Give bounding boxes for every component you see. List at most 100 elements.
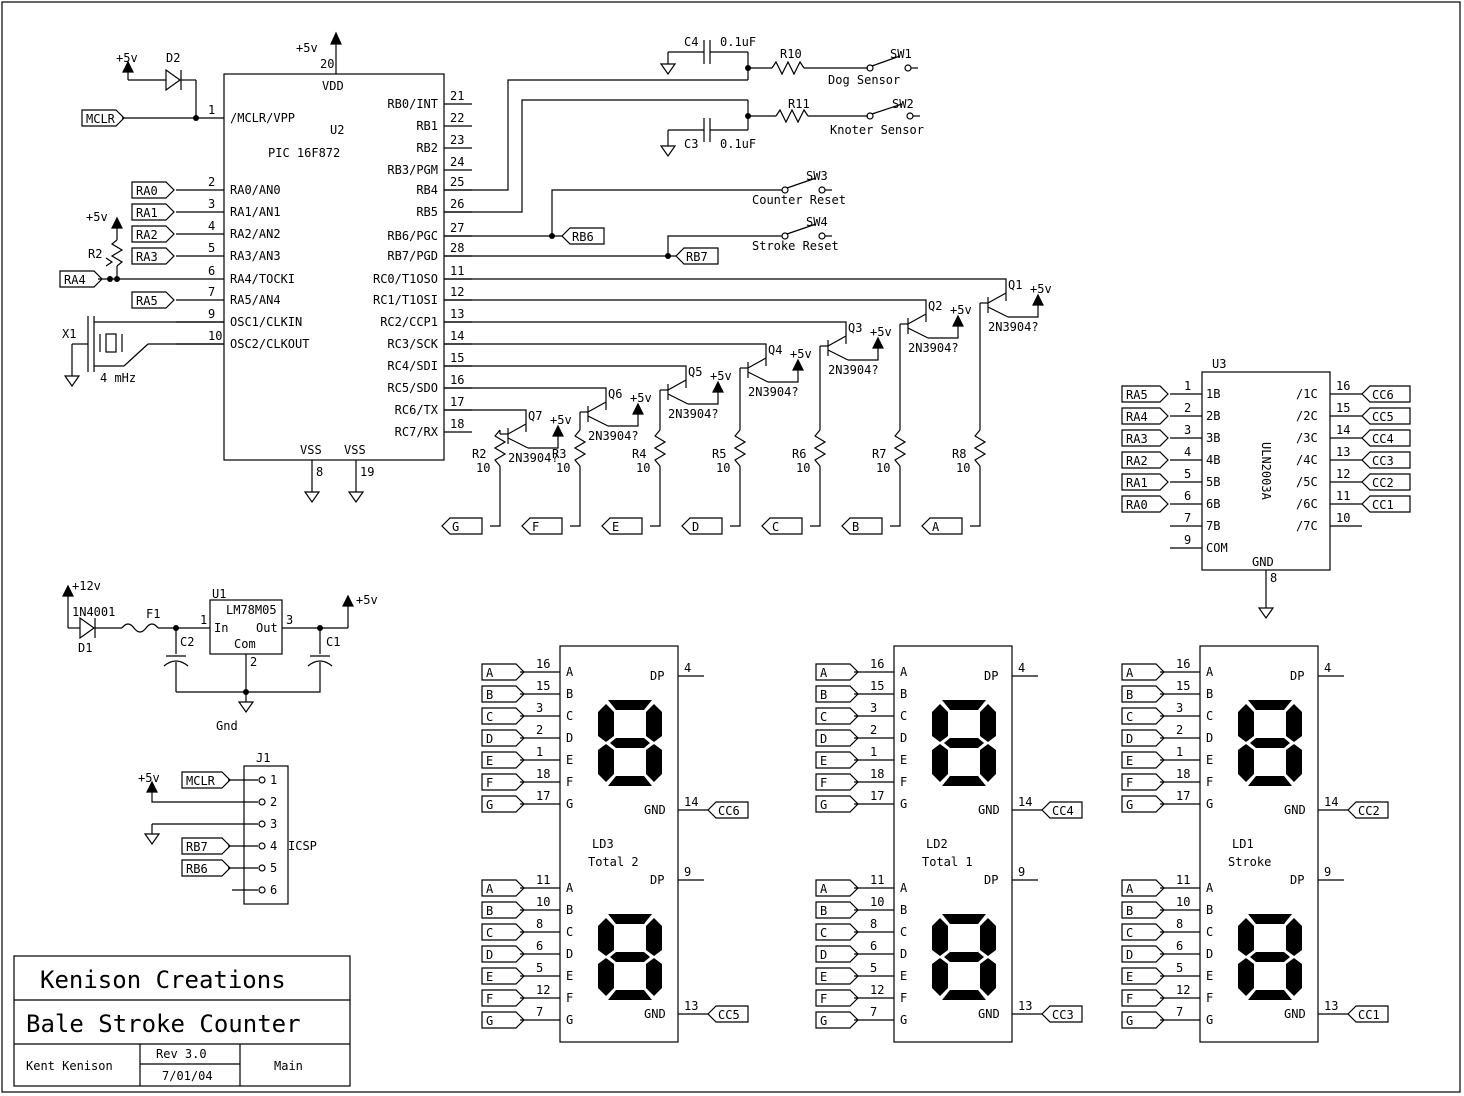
- icsp-pin-num: 6: [270, 883, 277, 897]
- mcu-ref: U2: [330, 123, 344, 137]
- display-seg-net-g: G: [820, 798, 827, 812]
- display-pin-num: 2: [536, 723, 543, 737]
- u1-part: LM78M05: [226, 603, 277, 617]
- mcu-pin-name: RB0/INT: [387, 97, 438, 111]
- display-seg-net-c-shape: [481, 707, 525, 725]
- display-seg-net-c-shape: [815, 923, 859, 941]
- display-seg-net-f-shape: [481, 773, 525, 791]
- u3-in-ra0-shape: [1121, 495, 1169, 513]
- display-pin-num: 1: [1176, 745, 1183, 759]
- digit-segment: [942, 776, 986, 786]
- ground-symbol: [347, 491, 365, 504]
- project-name: Bale Stroke Counter: [26, 1010, 301, 1038]
- digit-segment: [942, 990, 986, 1000]
- icsp-pin-dot: [258, 886, 266, 894]
- segment-net-g-shape: [441, 517, 483, 535]
- segment-net-a: A: [932, 520, 940, 534]
- ra-net-ra1: RA1: [136, 206, 158, 220]
- u3-pin-num: 1: [1184, 379, 1191, 393]
- mcu-pin-num: 18: [450, 417, 464, 431]
- display-seg-net-b: B: [486, 904, 493, 918]
- c3-val: 0.1uF: [720, 137, 756, 151]
- gnd-label: GND: [978, 1007, 1000, 1021]
- sw3-desc: Counter Reset: [752, 193, 846, 207]
- display-ref: LD3: [592, 837, 614, 851]
- c2-ref: C2: [180, 635, 194, 649]
- out-wire: [730, 466, 741, 527]
- dp-label: DP: [1290, 669, 1304, 683]
- base-wire: [444, 321, 847, 344]
- dp-label: DP: [984, 669, 998, 683]
- mcu-right-pins: 21RB0/INT22RB123RB224RB3/PGM25RB426RB527…: [373, 89, 472, 439]
- digit-segment: [646, 958, 662, 996]
- gnd-label: GND: [1284, 803, 1306, 817]
- u3-in-ra1-shape: [1121, 473, 1169, 491]
- resistor: [653, 429, 667, 467]
- c4-val: 0.1uF: [720, 35, 756, 49]
- display-pin-num: 18: [536, 767, 550, 781]
- mcu-pin-name: RC1/T1OSI: [373, 293, 438, 307]
- display-pin-num: 7: [870, 1005, 877, 1019]
- display-seg-net-d: D: [1126, 948, 1133, 962]
- u3-pin-num: 9: [1184, 533, 1191, 547]
- display-seg-label: C: [1206, 709, 1213, 723]
- display-cc-net-shape: [1347, 1005, 1389, 1023]
- vout: +5v: [356, 593, 378, 607]
- display-seg-net-c-shape: [1121, 707, 1165, 725]
- u3-pin-num: 5: [1184, 467, 1191, 481]
- display-seg-net-b: B: [1126, 688, 1133, 702]
- mcu-pin-num: 13: [450, 307, 464, 321]
- u1-in-pin: 1: [200, 613, 207, 627]
- u3-gnd-label: GND: [1252, 555, 1274, 569]
- u3-pin-name: 7B: [1206, 519, 1220, 533]
- u3-out-cc4: CC4: [1372, 432, 1394, 446]
- sw2-desc: Knoter Sensor: [830, 123, 924, 137]
- digit-segment: [944, 952, 984, 962]
- mcu-pin-name: RC0/T1OSO: [373, 272, 438, 286]
- u3-out-cc5-shape: [1361, 407, 1411, 425]
- transistor-lead: [507, 437, 529, 449]
- display-seg-label: E: [1206, 753, 1213, 767]
- display-seg-net-a-shape: [481, 663, 525, 681]
- transistor-part: 2N3904?: [588, 429, 639, 443]
- display-seg-label: G: [900, 797, 907, 811]
- digit-segment: [1286, 958, 1302, 996]
- display-pin-num: 14: [1324, 795, 1338, 809]
- display-seg-net-f: F: [486, 992, 493, 1006]
- pot-r2: +5v R2: [86, 210, 224, 282]
- icsp-net-mclr: MCLR: [186, 774, 216, 788]
- transistor-part: 2N3904?: [988, 320, 1039, 334]
- display-pin-num: 13: [1324, 999, 1338, 1013]
- ra-net-ra0-shape: [131, 181, 175, 199]
- display-body: [893, 645, 1013, 1043]
- display-pin-num: 17: [536, 789, 550, 803]
- display-pin-num: 1: [536, 745, 543, 759]
- digit-segment: [932, 704, 948, 742]
- digit-segment: [932, 958, 948, 996]
- display-seg-net-d: D: [486, 948, 493, 962]
- d2-ref: D2: [166, 51, 180, 65]
- display-seg-net-g: G: [1126, 798, 1133, 812]
- u3-in-ra5-shape: [1121, 385, 1169, 403]
- icsp-pin-dot: [258, 864, 266, 872]
- u3-pin-name: 6B: [1206, 497, 1220, 511]
- supply-arrow: [632, 402, 644, 415]
- u3-pin-name: /2C: [1296, 409, 1318, 423]
- c4-ref: C4: [684, 35, 698, 49]
- display-seg-net-c-shape: [815, 707, 859, 725]
- u3-pin-name: 3B: [1206, 431, 1220, 445]
- display-cc-net: CC6: [718, 804, 740, 818]
- display-seg-net-e: E: [486, 754, 493, 768]
- author: Kent Kenison: [26, 1059, 113, 1073]
- u3-ref: U3: [1212, 357, 1226, 371]
- display-cc-net-shape: [1041, 801, 1083, 819]
- mcu-pin-name: RC3/SCK: [387, 337, 438, 351]
- sw4-ref: SW4: [806, 215, 828, 229]
- display-seg-label: E: [566, 969, 573, 983]
- display-cc-net: CC5: [718, 1008, 740, 1022]
- display-seg-net-b-shape: [815, 901, 859, 919]
- display-seg-label: G: [566, 1013, 573, 1027]
- digit-segment: [1248, 700, 1292, 710]
- supply-arrow: [712, 380, 724, 393]
